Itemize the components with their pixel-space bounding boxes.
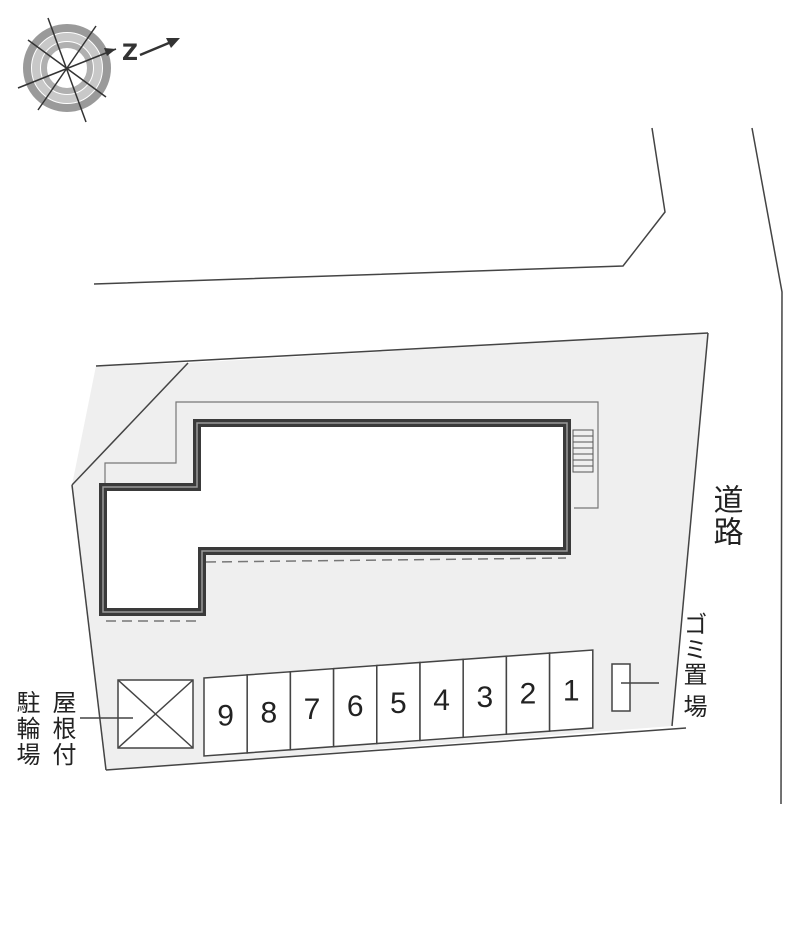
parking-stall-number: 1 bbox=[563, 675, 580, 708]
north-label: Z bbox=[122, 41, 138, 66]
bicycle-label-line1: 屋根付 bbox=[48, 690, 76, 768]
parking-stall-number: 5 bbox=[390, 687, 407, 720]
garbage-label-line2: 場 bbox=[679, 694, 707, 718]
parking-stall-number: 3 bbox=[476, 681, 493, 714]
compass: Z bbox=[17, 17, 180, 123]
road-label: 道路 bbox=[708, 484, 743, 548]
staircase-icon bbox=[572, 429, 594, 473]
dashed-eave-lines bbox=[106, 557, 567, 622]
neighbor-boundary bbox=[93, 127, 783, 805]
parking-stall-number: 7 bbox=[304, 693, 321, 726]
garbage-label-line1: ゴミ置 bbox=[679, 612, 707, 687]
covered-area-x-icon bbox=[117, 679, 194, 749]
building-eave-line bbox=[104, 401, 599, 509]
parking-stall-number: 9 bbox=[217, 699, 234, 732]
parking-stall-number: 8 bbox=[260, 696, 277, 729]
compass-rose-icon bbox=[17, 17, 117, 123]
parking-stall bbox=[548, 649, 594, 732]
garbage-box-icon bbox=[611, 663, 631, 712]
bicycle-label-line2: 駐輪場 bbox=[12, 690, 40, 768]
bicycle-parking: 屋根付 駐輪場 bbox=[12, 679, 194, 768]
parking-stall-number: 2 bbox=[520, 678, 537, 711]
lot-boundary bbox=[71, 332, 709, 771]
garbage-area: ゴミ置 場 bbox=[611, 612, 707, 718]
building-outline-icon bbox=[99, 419, 571, 616]
parking-stall-number: 4 bbox=[433, 684, 450, 717]
parking-stall-number: 6 bbox=[347, 690, 364, 723]
north-arrow-icon bbox=[139, 38, 180, 57]
